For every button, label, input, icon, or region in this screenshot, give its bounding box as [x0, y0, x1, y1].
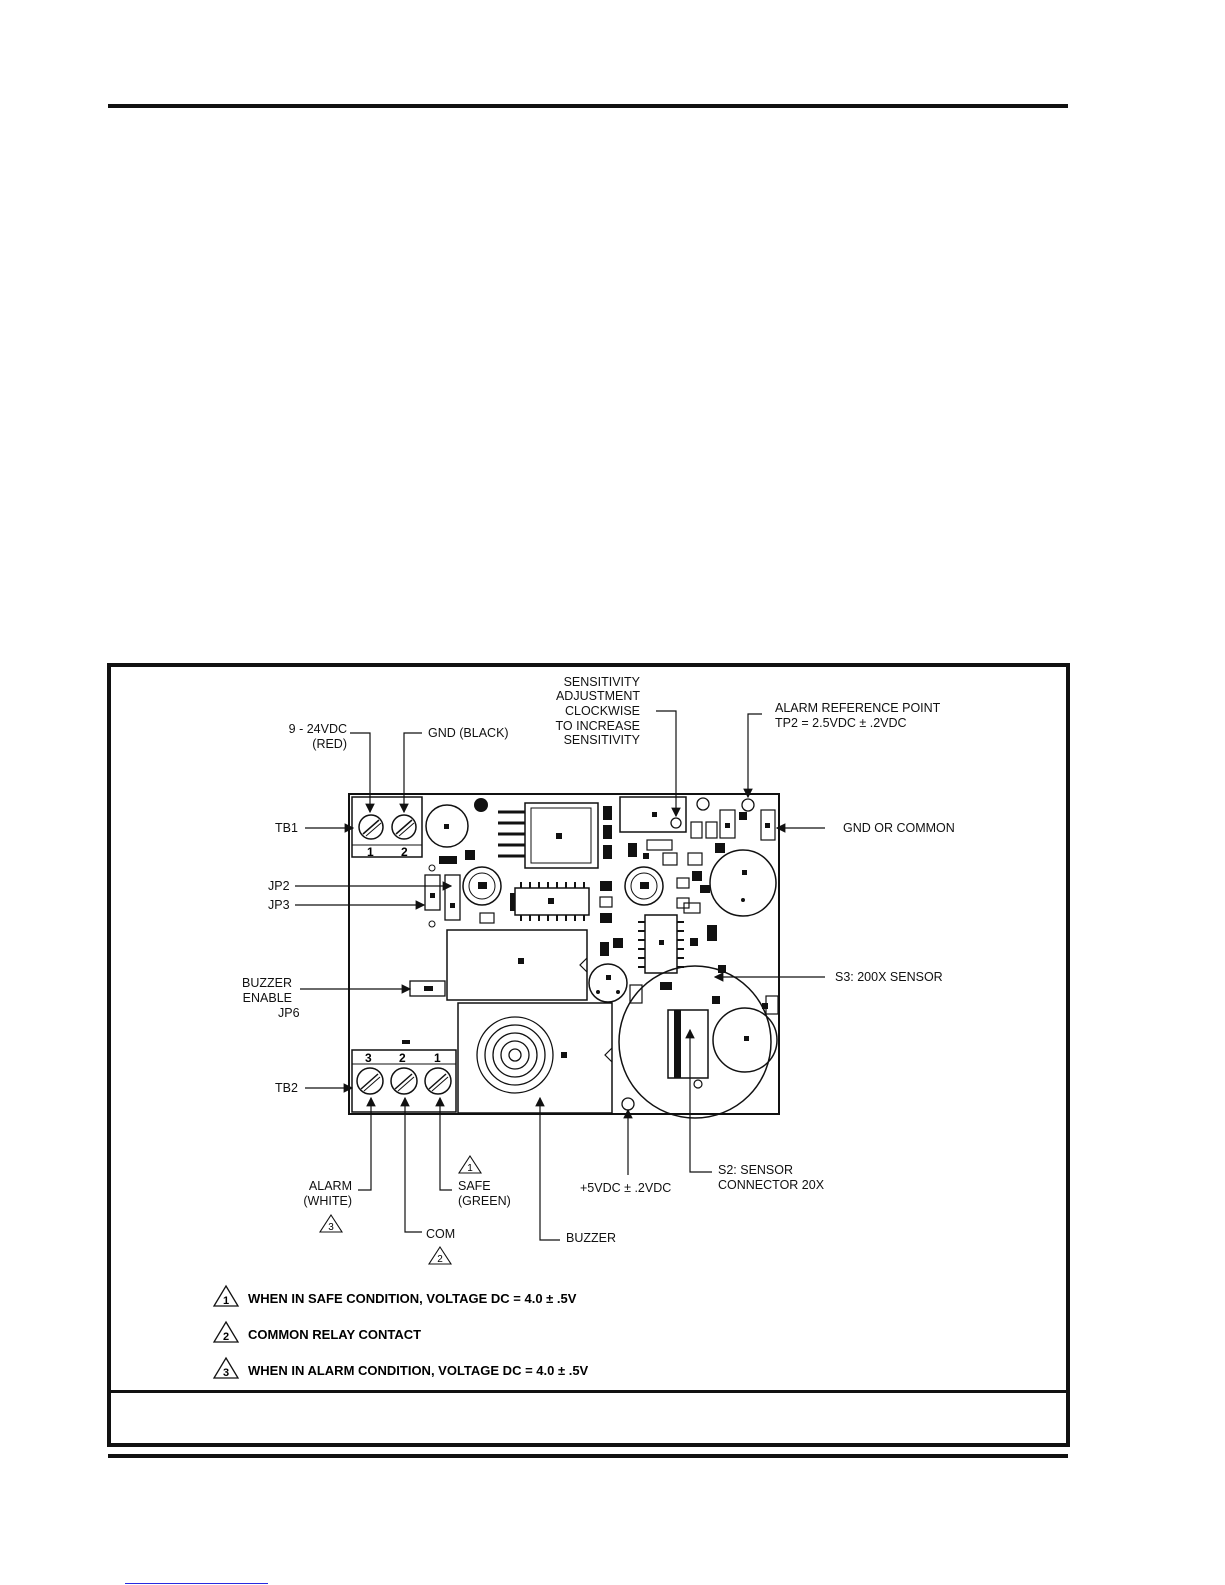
legend-note-1: 1 WHEN IN SAFE CONDITION, VOLTAGE DC = 4… — [212, 1284, 577, 1307]
tb2-pin-1-label: 1 — [434, 1051, 441, 1065]
screw-icon — [390, 1067, 418, 1095]
tb1-terminal-block: 1 2 — [351, 796, 423, 859]
note-2-triangle-icon: 2 — [427, 1245, 453, 1265]
alarm-reference-callout-line-2: TP2 = 2.5VDC ± .2VDC — [775, 716, 907, 730]
legend-note-1-number: 1 — [223, 1295, 229, 1307]
sensitivity-callout-line-4: TO INCREASE — [555, 719, 640, 733]
safe-callout-line-2: (GREEN) — [458, 1194, 511, 1208]
screw-icon — [356, 1067, 384, 1095]
power-callout-line-2: (RED) — [312, 737, 347, 751]
tb2-pin-2-label: 2 — [399, 1051, 406, 1065]
callout-leader-lines — [295, 710, 825, 1241]
s2-callout-line-2: CONNECTOR 20X — [718, 1178, 825, 1192]
com-callout: COM — [426, 1227, 455, 1241]
jumper-jp6 — [409, 980, 446, 997]
plus5vdc-callout: +5VDC ± .2VDC — [580, 1181, 671, 1195]
note-1-triangle-icon: 1 — [457, 1154, 483, 1174]
led-d5-component — [624, 866, 664, 906]
legend-note-3-number: 3 — [223, 1367, 229, 1379]
tb2-pin-3-label: 3 — [365, 1051, 372, 1065]
buzzer-callout: BUZZER — [566, 1231, 616, 1245]
svg-text:1: 1 — [467, 1163, 473, 1174]
op-amp-chip-component — [638, 914, 684, 974]
relay-component — [446, 929, 588, 1001]
power-callout-line-1: 9 - 24VDC — [289, 722, 347, 736]
led-d2-component — [462, 866, 502, 906]
sensitivity-callout-line-5: SENSITIVITY — [564, 733, 641, 747]
legend-note-2: 2 COMMON RELAY CONTACT — [212, 1320, 421, 1343]
legend-note-1-text: WHEN IN SAFE CONDITION, VOLTAGE DC = 4.0… — [248, 1291, 577, 1306]
sensitivity-callout-line-3: CLOCKWISE — [565, 704, 640, 718]
alarm-callout-line-2: (WHITE) — [303, 1194, 352, 1208]
tb1-pin-1-label: 1 — [367, 845, 374, 859]
footer-link-underline — [125, 1583, 268, 1584]
tb1-pin-2-label: 2 — [401, 845, 408, 859]
svg-text:3: 3 — [328, 1222, 334, 1233]
legend-note-2-number: 2 — [223, 1331, 229, 1343]
legend-note-3: 3 WHEN IN ALARM CONDITION, VOLTAGE DC = … — [212, 1356, 589, 1379]
note-3-triangle-icon: 3 — [318, 1213, 344, 1233]
s2-callout-line-1: S2: SENSOR — [718, 1163, 793, 1177]
screw-icon — [424, 1067, 452, 1095]
alarm-reference-callout-line-1: ALARM REFERENCE POINT — [775, 701, 941, 715]
screw-icon — [391, 814, 417, 840]
voltage-regulator-component — [498, 802, 612, 869]
safe-callout-line-1: SAFE — [458, 1179, 491, 1193]
gnd-common-callout: GND OR COMMON — [843, 821, 955, 835]
notes-legend: 1 WHEN IN SAFE CONDITION, VOLTAGE DC = 4… — [212, 1284, 589, 1379]
ic-chip-component — [510, 882, 590, 921]
resistor-components — [628, 809, 776, 866]
sensitivity-callout-line-2: ADJUSTMENT — [556, 689, 640, 703]
caption-divider — [111, 1390, 1066, 1393]
jp2-callout: JP2 — [268, 879, 290, 893]
transistor-component — [588, 963, 628, 1003]
buzzer-enable-callout-line-2: ENABLE — [243, 991, 292, 1005]
tb1-callout: TB1 — [275, 821, 298, 835]
legend-note-2-text: COMMON RELAY CONTACT — [248, 1327, 421, 1342]
screw-icon — [358, 814, 384, 840]
buzzer-enable-callout-line-1: BUZZER — [242, 976, 292, 990]
capacitor-component — [425, 798, 488, 848]
top-rule — [108, 104, 1068, 108]
sensitivity-callout-line-1: SENSITIVITY — [564, 675, 641, 689]
sensitivity-potentiometer — [619, 796, 755, 833]
tb2-terminal-block: 3 2 1 — [351, 1040, 457, 1113]
s3-sensor-callout: S3: 200X SENSOR — [835, 970, 943, 984]
legend-note-3-text: WHEN IN ALARM CONDITION, VOLTAGE DC = 4.… — [248, 1363, 589, 1378]
alarm-callout-line-1: ALARM — [309, 1179, 352, 1193]
bottom-rule — [108, 1454, 1068, 1458]
svg-text:2: 2 — [437, 1254, 443, 1265]
jp3-callout: JP3 — [268, 898, 290, 912]
jumper-jp2-jp3 — [424, 850, 495, 928]
pcb-outline — [348, 793, 780, 1115]
tb2-callout: TB2 — [275, 1081, 298, 1095]
gnd-black-callout: GND (BLACK) — [428, 726, 509, 740]
buzzer-component — [457, 1002, 613, 1114]
s3-sensor-component — [618, 965, 778, 1119]
buzzer-enable-callout-line-3: JP6 — [278, 1006, 300, 1020]
smd-components — [599, 871, 779, 1015]
piezo-disc-component — [709, 849, 777, 917]
